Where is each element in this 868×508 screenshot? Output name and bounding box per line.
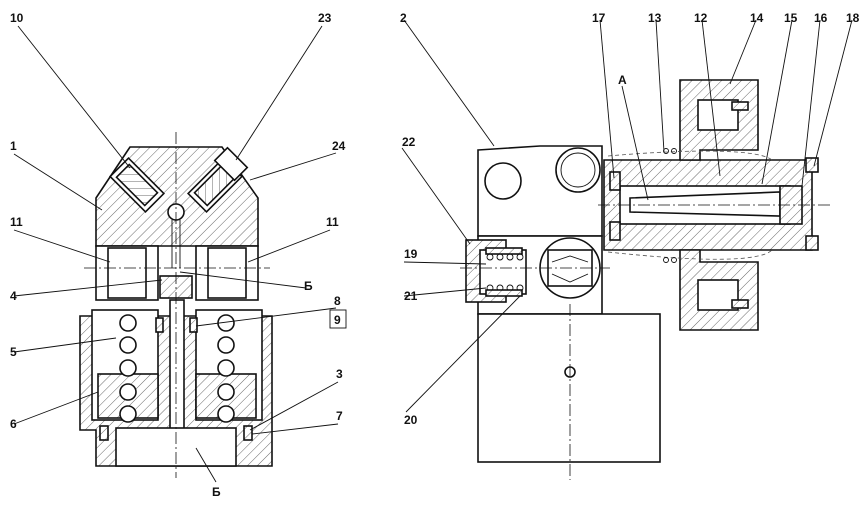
- left-section-view: [79, 132, 273, 478]
- callout-19: 19: [404, 247, 418, 261]
- callout-11-right: 11: [326, 215, 339, 229]
- right-view: [460, 79, 830, 480]
- callout-23: 23: [318, 11, 332, 25]
- callout-13: 13: [648, 11, 662, 25]
- callout-4: 4: [10, 289, 17, 303]
- seal-top-left: [155, 317, 164, 333]
- callout-24: 24: [332, 139, 346, 153]
- nozzle-seal-upper: [485, 247, 523, 255]
- callout-17: 17: [592, 11, 606, 25]
- callout-21: 21: [404, 289, 418, 303]
- callout-6: 6: [10, 417, 17, 431]
- region-a-outline: [607, 150, 773, 260]
- rod-channel: [169, 299, 185, 431]
- callout-12: 12: [694, 11, 708, 25]
- lower-block: [477, 313, 661, 463]
- nozzle-seal-lower: [485, 289, 523, 297]
- callout-2: 2: [400, 11, 407, 25]
- seal-left: [99, 425, 109, 441]
- callout-a: A: [618, 73, 627, 87]
- callout-9-box: [329, 309, 347, 329]
- callout-10: 10: [10, 11, 24, 25]
- callout-1: 1: [10, 139, 17, 153]
- callout-labels: 10 23 1 24 11 11 4 Б 8 9 5 6 3 7 Б 2 17 …: [10, 11, 860, 499]
- spring-left-1: [119, 314, 137, 332]
- callout-5: 5: [10, 345, 17, 359]
- callout-14: 14: [750, 11, 764, 25]
- callout-11-left: 11: [10, 215, 23, 229]
- bracket-hole: [484, 162, 522, 200]
- callout-b-top: Б: [304, 279, 313, 293]
- callout-b-bottom: Б: [212, 485, 221, 499]
- callout-16: 16: [814, 11, 828, 25]
- callout-20: 20: [404, 413, 418, 427]
- seal-right: [243, 425, 253, 441]
- callout-8: 8: [334, 294, 341, 308]
- callout-15: 15: [784, 11, 798, 25]
- seal-top-right: [189, 317, 198, 333]
- callout-22: 22: [402, 135, 416, 149]
- bracket-bore: [555, 147, 601, 193]
- callout-7: 7: [336, 409, 343, 423]
- callout-9: 9: [334, 313, 341, 327]
- callout-3: 3: [336, 367, 343, 381]
- leader-lines: [13, 19, 853, 483]
- callout-18: 18: [846, 11, 860, 25]
